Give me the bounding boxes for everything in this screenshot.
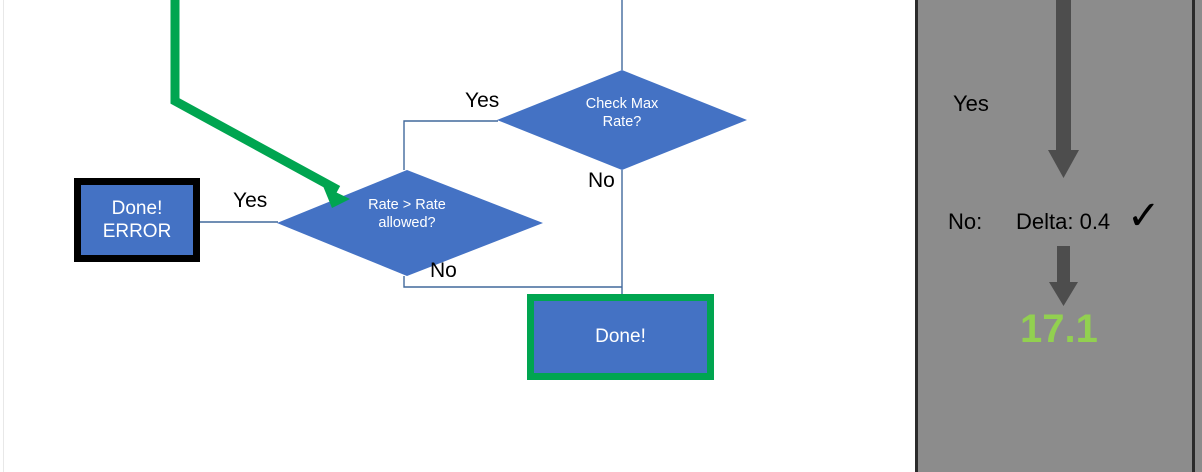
panel-right-border: [1192, 0, 1195, 472]
edge-label-no-from-rate: No: [430, 259, 457, 282]
panel-arrow-long-shaft: [1056, 0, 1071, 152]
panel-left-border: [915, 0, 918, 472]
connector-rate-no-to-done: [403, 276, 622, 288]
check-mark-icon: ✓: [1127, 193, 1161, 239]
panel-arrow-long-head: [1048, 150, 1079, 178]
panel-arrow-short-head: [1049, 282, 1078, 306]
green-highlight-arrowhead: [323, 186, 350, 208]
node-done[interactable]: Done!: [527, 294, 714, 380]
node-done-line1: Done!: [595, 326, 646, 348]
canvas-left-edge-line: [3, 0, 4, 472]
panel-no-label: No:: [948, 209, 983, 234]
panel-delta-label: Delta: 0.4: [1016, 209, 1111, 234]
panel-result-value: 17.1: [1020, 307, 1098, 351]
edge-label-no-from-max-rate: No: [588, 169, 615, 192]
diamond-rate-check: [277, 170, 543, 276]
panel-arrow-graphics: [1048, 0, 1079, 306]
flowchart-canvas: Rate > Rate allowed? Check Max Rate? Yes…: [3, 0, 747, 472]
edge-label-yes-to-error: Yes: [233, 189, 268, 212]
panel-yes-label: Yes: [953, 91, 989, 116]
connector-rate-to-maxrate: [403, 120, 498, 170]
node-done-error[interactable]: Done! ERROR: [74, 178, 200, 262]
node-done-error-line2: ERROR: [102, 221, 172, 242]
flowchart-graphics: [170, 0, 747, 296]
annotation-panel: Yes No: Delta: 0.4 ✓ 17.1: [915, 0, 1202, 472]
node-done-error-line1: Done!: [111, 197, 163, 219]
diamond-check-max-rate: [497, 70, 747, 170]
edge-label-yes-to-rate: Yes: [465, 89, 500, 112]
panel-arrow-short-shaft: [1057, 246, 1070, 286]
green-highlight-arrow-path: [170, 0, 341, 194]
